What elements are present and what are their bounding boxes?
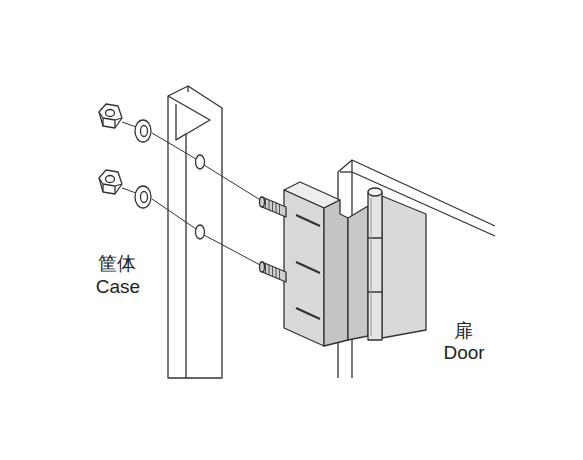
case-label-ja: 筐体 — [98, 253, 136, 275]
hinge-knuckle — [368, 188, 382, 340]
door-panel — [338, 160, 495, 378]
door-leaf — [348, 196, 426, 340]
thread-stroke — [269, 265, 270, 275]
case-label: Case — [96, 276, 140, 298]
thread-stroke — [276, 268, 277, 278]
thread-stroke — [265, 263, 266, 273]
thread-stroke — [265, 198, 266, 208]
door-label: Door — [443, 342, 484, 364]
case-post — [168, 86, 222, 378]
case-leaf — [284, 182, 348, 346]
door-label-ja: 扉 — [454, 320, 473, 342]
thread-stroke — [269, 200, 270, 210]
assembly-lines — [122, 122, 262, 266]
studs — [260, 197, 287, 282]
thread-stroke — [272, 201, 273, 211]
thread-stroke — [279, 204, 280, 214]
thread-stroke — [276, 203, 277, 213]
nuts-washers — [99, 104, 151, 208]
thread-stroke — [279, 269, 280, 279]
thread-stroke — [272, 266, 273, 276]
